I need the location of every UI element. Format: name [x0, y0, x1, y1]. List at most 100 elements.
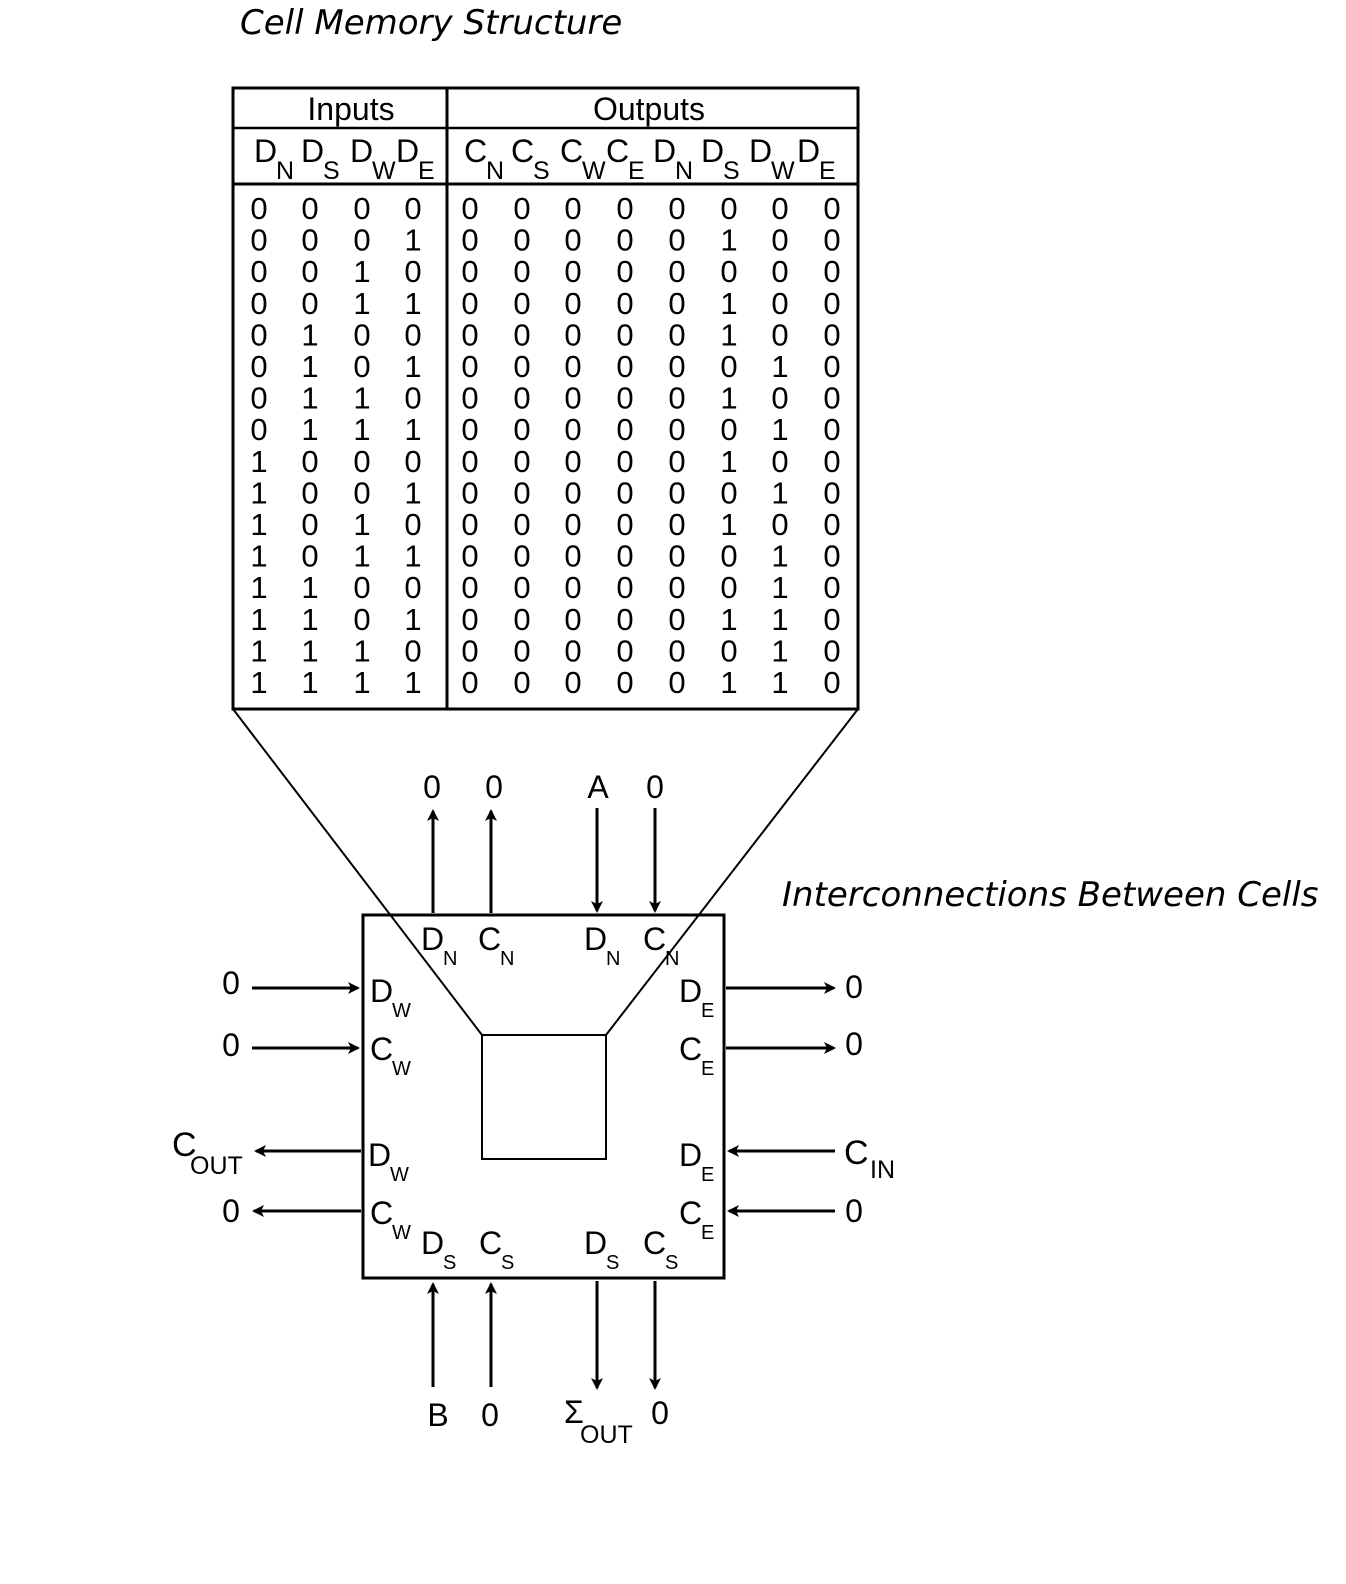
- cell-in-r11-c1: 0: [301, 539, 318, 574]
- col-header-in-2-base: D: [350, 133, 373, 169]
- cell-in-r2-c0: 0: [250, 254, 267, 289]
- col-header-out-7-base: D: [797, 133, 820, 169]
- cell-out-r10-c1: 0: [513, 507, 530, 542]
- cell-in-r5-c2: 0: [353, 349, 370, 384]
- cell-out-r14-c6: 1: [771, 633, 788, 668]
- cell-in-r6-c0: 0: [250, 381, 267, 416]
- cell-out-r7-c0: 0: [461, 412, 478, 447]
- cell-in-r2-c3: 0: [404, 254, 421, 289]
- col-header-out-1: CS: [511, 133, 550, 185]
- cell-out-r12-c2: 0: [564, 570, 581, 605]
- cell-out-r6-c0: 0: [461, 381, 478, 416]
- cell-out-r5-c2: 0: [564, 349, 581, 384]
- port-top-cn-1: CN: [478, 921, 514, 970]
- cell-out-r3-c6: 0: [771, 286, 788, 321]
- cell-out-r6-c3: 0: [616, 381, 633, 416]
- port-left-cw-1: CW: [370, 1031, 411, 1080]
- cell-out-r14-c0: 0: [461, 633, 478, 668]
- cell-in-r0-c2: 0: [353, 191, 370, 226]
- zoom-line-right: [605, 708, 859, 1036]
- cell-in-r9-c1: 0: [301, 475, 318, 510]
- cell-out-r6-c2: 0: [564, 381, 581, 416]
- cell-out-r2-c7: 0: [823, 254, 840, 289]
- port-top-cn-2-base: C: [643, 921, 666, 957]
- cell-out-r1-c2: 0: [564, 223, 581, 258]
- cell-out-r0-c2: 0: [564, 191, 581, 226]
- cell-out-r9-c5: 0: [720, 475, 737, 510]
- cell-in-r15-c1: 1: [301, 665, 318, 700]
- port-top-dn-2: DN: [584, 921, 620, 970]
- port-bottom-ds-2-sub: S: [606, 1252, 619, 1274]
- cell-in-r11-c3: 1: [404, 539, 421, 574]
- cell-in-r3-c1: 0: [301, 286, 318, 321]
- cell-out-r7-c7: 0: [823, 412, 840, 447]
- cell-out-r4-c2: 0: [564, 317, 581, 352]
- cell-out-r13-c3: 0: [616, 602, 633, 637]
- cell-out-r4-c1: 0: [513, 317, 530, 352]
- cell-in-r15-c3: 1: [404, 665, 421, 700]
- cell-out-r11-c3: 0: [616, 539, 633, 574]
- memory-structure-title: Cell Memory Structure: [240, 3, 622, 43]
- cell-out-r8-c5: 1: [720, 444, 737, 479]
- cell-out-r3-c1: 0: [513, 286, 530, 321]
- signal-top-3: A: [587, 769, 609, 805]
- port-right-de-2-sub: E: [701, 1164, 714, 1186]
- cell-out-r6-c7: 0: [823, 381, 840, 416]
- col-header-out-6: DW: [749, 133, 795, 185]
- port-right-de-2: DE: [679, 1137, 714, 1186]
- port-right-de-1-sub: E: [701, 1000, 714, 1022]
- port-right-de-1: DE: [679, 973, 714, 1022]
- col-header-out-7-sub: E: [819, 157, 836, 185]
- cell-out-r2-c2: 0: [564, 254, 581, 289]
- cell-in-r7-c1: 1: [301, 412, 318, 447]
- port-bottom-cs-2-base: C: [643, 1225, 666, 1261]
- cell-out-r11-c1: 0: [513, 539, 530, 574]
- cell-out-r8-c0: 0: [461, 444, 478, 479]
- truth-table: [231, 86, 860, 711]
- cell-out-r5-c3: 0: [616, 349, 633, 384]
- cell-out-r4-c3: 0: [616, 317, 633, 352]
- cell-out-r8-c7: 0: [823, 444, 840, 479]
- cell-in-r7-c0: 0: [250, 412, 267, 447]
- cell-out-r11-c5: 0: [720, 539, 737, 574]
- col-header-out-0-base: C: [464, 133, 487, 169]
- port-bottom-ds-1-base: D: [421, 1225, 444, 1261]
- col-header-out-0-sub: N: [486, 157, 504, 185]
- cell-out-r2-c4: 0: [668, 254, 685, 289]
- cell-out-r10-c3: 0: [616, 507, 633, 542]
- signal-right-3-base: C: [844, 1134, 869, 1172]
- cell-in-r3-c2: 1: [353, 286, 370, 321]
- port-bottom-cs-1: CS: [479, 1225, 514, 1274]
- table-border: [231, 86, 860, 711]
- cell-in-r4-c1: 1: [301, 317, 318, 352]
- cell-in-r13-c0: 1: [250, 602, 267, 637]
- cell-out-r2-c1: 0: [513, 254, 530, 289]
- port-right-ce-2: CE: [679, 1195, 714, 1244]
- cell-in-r9-c0: 1: [250, 475, 267, 510]
- cell-in-r10-c1: 0: [301, 507, 318, 542]
- cell-in-r13-c3: 1: [404, 602, 421, 637]
- col-header-out-6-base: D: [749, 133, 772, 169]
- port-left-dw-1-sub: W: [392, 1000, 411, 1022]
- cell-in-r13-c2: 0: [353, 602, 370, 637]
- port-right-ce-1-sub: E: [701, 1058, 714, 1080]
- port-left-cw-2-base: C: [370, 1195, 393, 1231]
- cell-out-r10-c0: 0: [461, 507, 478, 542]
- cell-out-r6-c5: 1: [720, 381, 737, 416]
- signal-bottom-4: 0: [651, 1395, 669, 1431]
- cell-out-r1-c4: 0: [668, 223, 685, 258]
- cell-in-r7-c3: 1: [404, 412, 421, 447]
- port-right-ce-2-base: C: [679, 1195, 702, 1231]
- cell-out-r0-c6: 0: [771, 191, 788, 226]
- cell-out-r7-c4: 0: [668, 412, 685, 447]
- signal-right-2: 0: [845, 1026, 863, 1062]
- signal-left-2: 0: [222, 1027, 240, 1063]
- cell-out-r13-c7: 0: [823, 602, 840, 637]
- cell-out-r4-c5: 1: [720, 317, 737, 352]
- cell-in-r0-c3: 0: [404, 191, 421, 226]
- col-header-in-3: DE: [396, 133, 435, 185]
- port-bottom-cs-1-sub: S: [501, 1252, 514, 1274]
